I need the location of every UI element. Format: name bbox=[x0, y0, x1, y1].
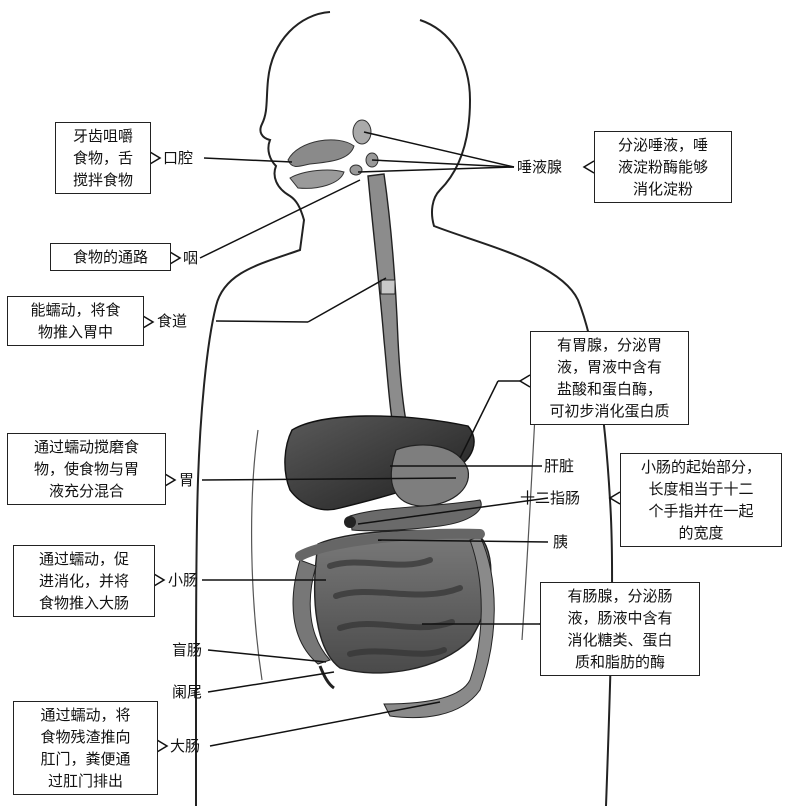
note-small-intestine-line: 进消化，并将 bbox=[18, 570, 150, 592]
salivary-gland-shape bbox=[353, 120, 371, 144]
note-gastric-line: 可初步消化蛋白质 bbox=[535, 400, 684, 422]
note-esophagus-line: 能蠕动，将食 bbox=[12, 299, 139, 321]
body-outline bbox=[252, 430, 262, 680]
note-salivary-gland: 分泌唾液，唾 液淀粉酶能够 消化淀粉 bbox=[594, 131, 732, 203]
note-duodenum: 小肠的起始部分， 长度相当于十二 个手指并在一起 的宽度 bbox=[620, 453, 782, 547]
label-pharynx: 咽 bbox=[183, 248, 198, 268]
esophagus-shape bbox=[368, 174, 412, 452]
note-duodenum-line: 长度相当于十二 bbox=[625, 478, 777, 500]
appendix-shape bbox=[320, 666, 334, 688]
note-esophagus-line: 物推入胃中 bbox=[12, 321, 139, 343]
note-large-intestine-line: 通过蠕动，将 bbox=[18, 704, 153, 726]
note-gastric-line: 液，胃液中含有 bbox=[535, 356, 684, 378]
note-mouth-line: 食物，舌 bbox=[60, 147, 146, 169]
note-large-intestine-line: 肛门，粪便通 bbox=[18, 748, 153, 770]
gallbladder-shape bbox=[344, 516, 356, 528]
tongue-shape bbox=[290, 170, 344, 188]
note-intestinal-line: 消化糖类、蛋白 bbox=[545, 629, 695, 651]
label-pancreas: 胰 bbox=[553, 532, 568, 552]
note-mouth-line: 牙齿咀嚼 bbox=[60, 125, 146, 147]
note-stomach-line: 液充分混合 bbox=[12, 480, 161, 502]
label-mouth: 口腔 bbox=[163, 148, 193, 168]
note-stomach-line: 物，使食物与胃 bbox=[12, 458, 161, 480]
label-salivary-gland: 唾液腺 bbox=[517, 157, 562, 177]
stomach-shape bbox=[391, 445, 468, 506]
note-large-intestine: 通过蠕动，将 食物残渣推向 肛门，粪便通 过肛门排出 bbox=[13, 701, 158, 795]
note-small-intestine-line: 食物推入大肠 bbox=[18, 592, 150, 614]
note-mouth-line: 搅拌食物 bbox=[60, 169, 146, 191]
oral-cavity-shape bbox=[288, 140, 354, 167]
esophagus-shape bbox=[381, 280, 395, 294]
note-large-intestine-line: 食物残渣推向 bbox=[18, 726, 153, 748]
note-salivary-line: 液淀粉酶能够 bbox=[599, 156, 727, 178]
note-small-intestine: 通过蠕动，促 进消化，并将 食物推入大肠 bbox=[13, 545, 155, 617]
label-small-intestine: 小肠 bbox=[168, 570, 198, 590]
note-duodenum-line: 小肠的起始部分， bbox=[625, 456, 777, 478]
note-salivary-line: 分泌唾液，唾 bbox=[599, 134, 727, 156]
note-duodenum-line: 的宽度 bbox=[625, 522, 777, 544]
note-pharynx: 食物的通路 bbox=[50, 243, 171, 271]
note-intestinal-line: 质和脂肪的酶 bbox=[545, 651, 695, 673]
note-duodenum-line: 个手指并在一起 bbox=[625, 500, 777, 522]
label-liver: 肝脏 bbox=[544, 456, 574, 476]
note-intestinal-gland: 有肠腺，分泌肠 液，肠液中含有 消化糖类、蛋白 质和脂肪的酶 bbox=[540, 582, 700, 676]
note-intestinal-line: 液，肠液中含有 bbox=[545, 607, 695, 629]
note-stomach-line: 通过蠕动搅磨食 bbox=[12, 436, 161, 458]
label-cecum: 盲肠 bbox=[172, 640, 202, 660]
label-esophagus: 食道 bbox=[157, 311, 187, 331]
label-appendix: 阑尾 bbox=[172, 682, 202, 702]
note-mouth: 牙齿咀嚼 食物，舌 搅拌食物 bbox=[55, 122, 151, 194]
note-pharynx-line: 食物的通路 bbox=[55, 246, 166, 268]
note-intestinal-line: 有肠腺，分泌肠 bbox=[545, 585, 695, 607]
note-gastric-line: 有胃腺，分泌胃 bbox=[535, 334, 684, 356]
note-stomach: 通过蠕动搅磨食 物，使食物与胃 液充分混合 bbox=[7, 433, 166, 505]
salivary-gland-shape bbox=[350, 165, 362, 175]
body-outline bbox=[196, 12, 330, 806]
label-duodenum: 十二指肠 bbox=[520, 488, 580, 508]
note-gastric-line: 盐酸和蛋白酶， bbox=[535, 378, 684, 400]
label-large-intestine: 大肠 bbox=[170, 736, 200, 756]
note-salivary-line: 消化淀粉 bbox=[599, 178, 727, 200]
note-esophagus: 能蠕动，将食 物推入胃中 bbox=[7, 296, 144, 346]
label-stomach: 胃 bbox=[179, 470, 194, 490]
note-large-intestine-line: 过肛门排出 bbox=[18, 770, 153, 792]
note-small-intestine-line: 通过蠕动，促 bbox=[18, 548, 150, 570]
note-gastric-gland: 有胃腺，分泌胃 液，胃液中含有 盐酸和蛋白酶， 可初步消化蛋白质 bbox=[530, 331, 689, 425]
